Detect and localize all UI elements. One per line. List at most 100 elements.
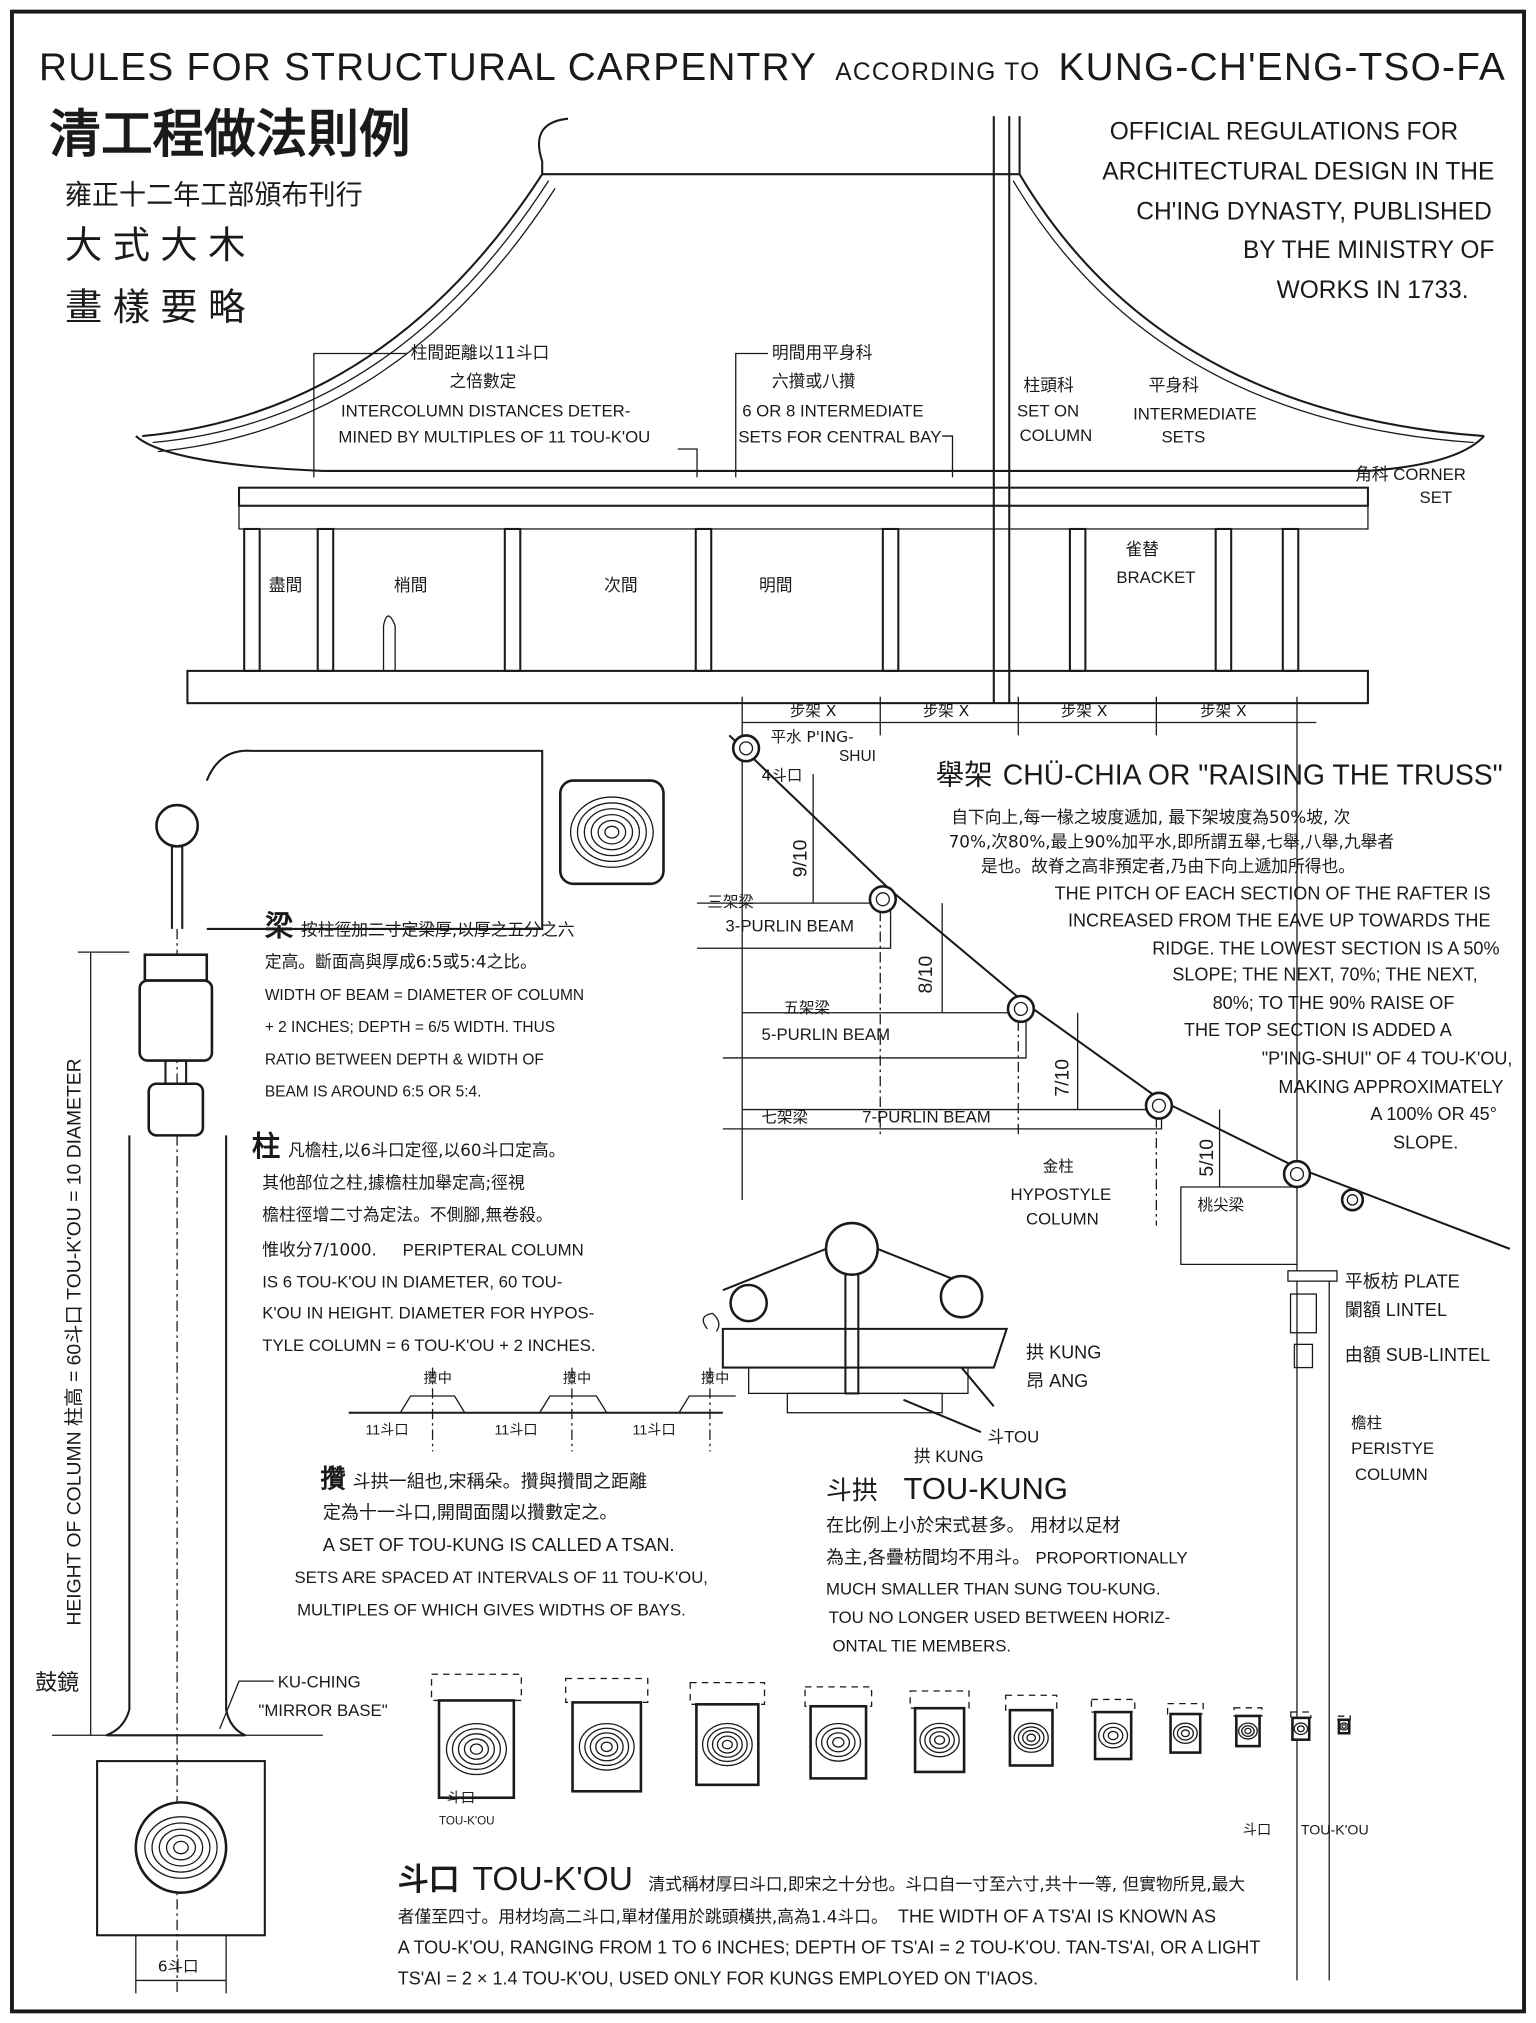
toukou-label-en: TOU-K'OU bbox=[1301, 1823, 1369, 1839]
hall-elevation bbox=[135, 116, 1485, 705]
bracket-en: BRACKET bbox=[1116, 568, 1195, 587]
tou-kou-grade-block bbox=[571, 1701, 643, 1793]
toukung-text-mixed: 為主,各疊枋間均不用斗。PROPORTIONALLY bbox=[826, 1548, 1188, 1569]
bay-label-cijian: 次間 bbox=[604, 576, 638, 595]
ku-ching-label: KU-CHING bbox=[278, 1673, 361, 1692]
desc-line: OFFICIAL REGULATIONS FOR bbox=[1110, 118, 1458, 145]
set-on-column-en: COLUMN bbox=[1020, 426, 1093, 445]
column-height-label: HEIGHT OF COLUMN 柱高 = 60斗口 TOU-K'OU = 10… bbox=[63, 1058, 85, 1625]
purlin-ring bbox=[1151, 1098, 1167, 1113]
toukung-text-en: ONTAL TIE MEMBERS. bbox=[833, 1636, 1012, 1655]
tsan-text-cn: 攢斗拱一組也,宋稱朵。攢與攢間之距離 bbox=[320, 1465, 647, 1495]
hall-column bbox=[1068, 527, 1087, 672]
beam-detail bbox=[155, 749, 665, 930]
toukou-label-en: TOU-K'OU bbox=[439, 1814, 495, 1827]
purlin bbox=[731, 734, 761, 763]
wood-grain bbox=[1022, 1729, 1041, 1746]
truss-text-en: "P'ING-SHUI" OF 4 TOU-K'OU, bbox=[1262, 1048, 1513, 1068]
wood-grain bbox=[1176, 1725, 1194, 1741]
corner-set-label: SET bbox=[1420, 488, 1453, 507]
kung-label-2: 拱 KUNG bbox=[914, 1447, 984, 1466]
truss-text-en: THE PITCH OF EACH SECTION OF THE RAFTER … bbox=[1055, 883, 1491, 903]
tsan-text-en: MULTIPLES OF WHICH GIVES WIDTHS OF BAYS. bbox=[297, 1600, 686, 1619]
wood-grain bbox=[1098, 1722, 1129, 1749]
tou-kou-grade-outline bbox=[1337, 1715, 1351, 1721]
wood-grain bbox=[1180, 1729, 1190, 1738]
toukung-text-en: MUCH SMALLER THAN SUNG TOU-KUNG. bbox=[826, 1580, 1160, 1599]
wood-grain bbox=[569, 796, 654, 868]
tsan-spacing-label: 11斗口 bbox=[365, 1423, 408, 1439]
central-bay-en: SETS FOR CENTRAL BAY bbox=[738, 428, 941, 447]
tou-kou-grade-block bbox=[809, 1704, 868, 1780]
purlin-ring bbox=[1346, 1194, 1359, 1206]
ang-label: 昂 ANG bbox=[1026, 1371, 1088, 1391]
truss-section bbox=[697, 696, 1511, 1981]
plate-border bbox=[10, 9, 1526, 2014]
tsan-spacing-label: 11斗口 bbox=[494, 1423, 537, 1439]
wood-grain bbox=[1341, 1724, 1347, 1729]
desc-line: ARCHITECTURAL DESIGN IN THE bbox=[1102, 158, 1494, 185]
wood-grain bbox=[1339, 1722, 1349, 1731]
intermediate-sets-en: INTERMEDIATE bbox=[1133, 404, 1257, 423]
wood-grain bbox=[1238, 1722, 1258, 1740]
bay-label-jinjian: 盡間 bbox=[269, 576, 303, 595]
purlin bbox=[1144, 1091, 1174, 1120]
wood-grain bbox=[1296, 1725, 1305, 1733]
column-text-en: IS 6 TOU-K'OU IN DIAMETER, 60 TOU- bbox=[262, 1273, 562, 1292]
column-text-en: TYLE COLUMN = 6 TOU-K'OU + 2 INCHES. bbox=[262, 1336, 595, 1355]
four-toukou-label: 4斗口 bbox=[762, 767, 803, 785]
toukou-text-line2: 者僅至四寸。用材均高二斗口,單材僅用於跳頭橫拱,高為1.4斗口。THE WIDT… bbox=[398, 1906, 1216, 1926]
wood-grain bbox=[716, 1735, 738, 1754]
purlin bbox=[868, 885, 898, 914]
hall-column bbox=[1214, 527, 1233, 672]
beam-text-en: + 2 INCHES; DEPTH = 6/5 WIDTH. THUS bbox=[265, 1019, 555, 1036]
truss-text-cn: 自下向上,每一椽之坡度遞加, 最下架坡度為50%坡, 次 bbox=[951, 807, 1350, 827]
bay-label-shaojian: 梢間 bbox=[394, 576, 428, 595]
purlin-ring bbox=[1289, 1166, 1305, 1182]
truss-text-en: INCREASED FROM THE EAVE UP TOWARDS THE bbox=[1068, 910, 1491, 930]
intermediate-sets-cn: 平身科 bbox=[1149, 375, 1200, 395]
truss-text-en: SLOPE. bbox=[1393, 1132, 1458, 1152]
ratio-label: 5/10 bbox=[1196, 1139, 1218, 1177]
ratio-label: 7/10 bbox=[1052, 1059, 1074, 1097]
wood-grain bbox=[578, 1722, 635, 1771]
truss-text-cn: 70%,次80%,最上90%加平水,即所謂五舉,七舉,八舉,九舉者 bbox=[949, 832, 1395, 852]
tou-kou-grade-outline bbox=[909, 1690, 970, 1709]
purlin-ring bbox=[875, 892, 890, 907]
tou-kou-grade-outline bbox=[1090, 1698, 1136, 1713]
wood-grain bbox=[821, 1727, 856, 1758]
cn-title: 清工程做法則例 bbox=[49, 105, 410, 165]
tou-kou-grade-outline bbox=[804, 1686, 873, 1707]
tou-kou-grade-outline bbox=[565, 1677, 649, 1704]
tsan-axis-label: 攢中 bbox=[701, 1371, 729, 1387]
intercolumn-en: MINED BY MULTIPLES OF 11 TOU-K'OU bbox=[338, 428, 650, 447]
tou-kou-grades bbox=[430, 1673, 1351, 1800]
wood-grain bbox=[1172, 1722, 1198, 1745]
desc-line: WORKS IN 1733. bbox=[1277, 277, 1469, 304]
toukou-label-cn: 斗口 bbox=[1243, 1823, 1271, 1839]
toukou-label-cn: 斗口 bbox=[447, 1790, 475, 1806]
step-label: 步架 X bbox=[1200, 702, 1247, 720]
mirror-base-label: "MIRROR BASE" bbox=[258, 1701, 387, 1720]
hall-column bbox=[694, 527, 713, 672]
wood-grain bbox=[832, 1736, 845, 1748]
wood-grain bbox=[1244, 1727, 1252, 1735]
wood-grain bbox=[173, 1840, 189, 1855]
set-on-column-en: SET ON bbox=[1017, 402, 1079, 421]
hypostyle-en: COLUMN bbox=[1026, 1209, 1099, 1228]
wood-grain bbox=[445, 1723, 507, 1776]
bay-label-mingjian: 明間 bbox=[759, 576, 793, 595]
base-width-label: 6斗口 bbox=[158, 1957, 199, 1975]
wood-grain bbox=[600, 1741, 613, 1753]
hall-column bbox=[1281, 527, 1300, 672]
tou-kou-grade-outline bbox=[689, 1682, 766, 1705]
hall-column bbox=[316, 527, 335, 672]
peristyle-cn: 檐柱 bbox=[1351, 1414, 1382, 1432]
truss-text-en: A 100% OR 45° bbox=[1370, 1104, 1497, 1124]
central-bay-en: 6 OR 8 INTERMEDIATE bbox=[742, 402, 923, 421]
intermediate-sets-en: SETS bbox=[1162, 428, 1206, 447]
